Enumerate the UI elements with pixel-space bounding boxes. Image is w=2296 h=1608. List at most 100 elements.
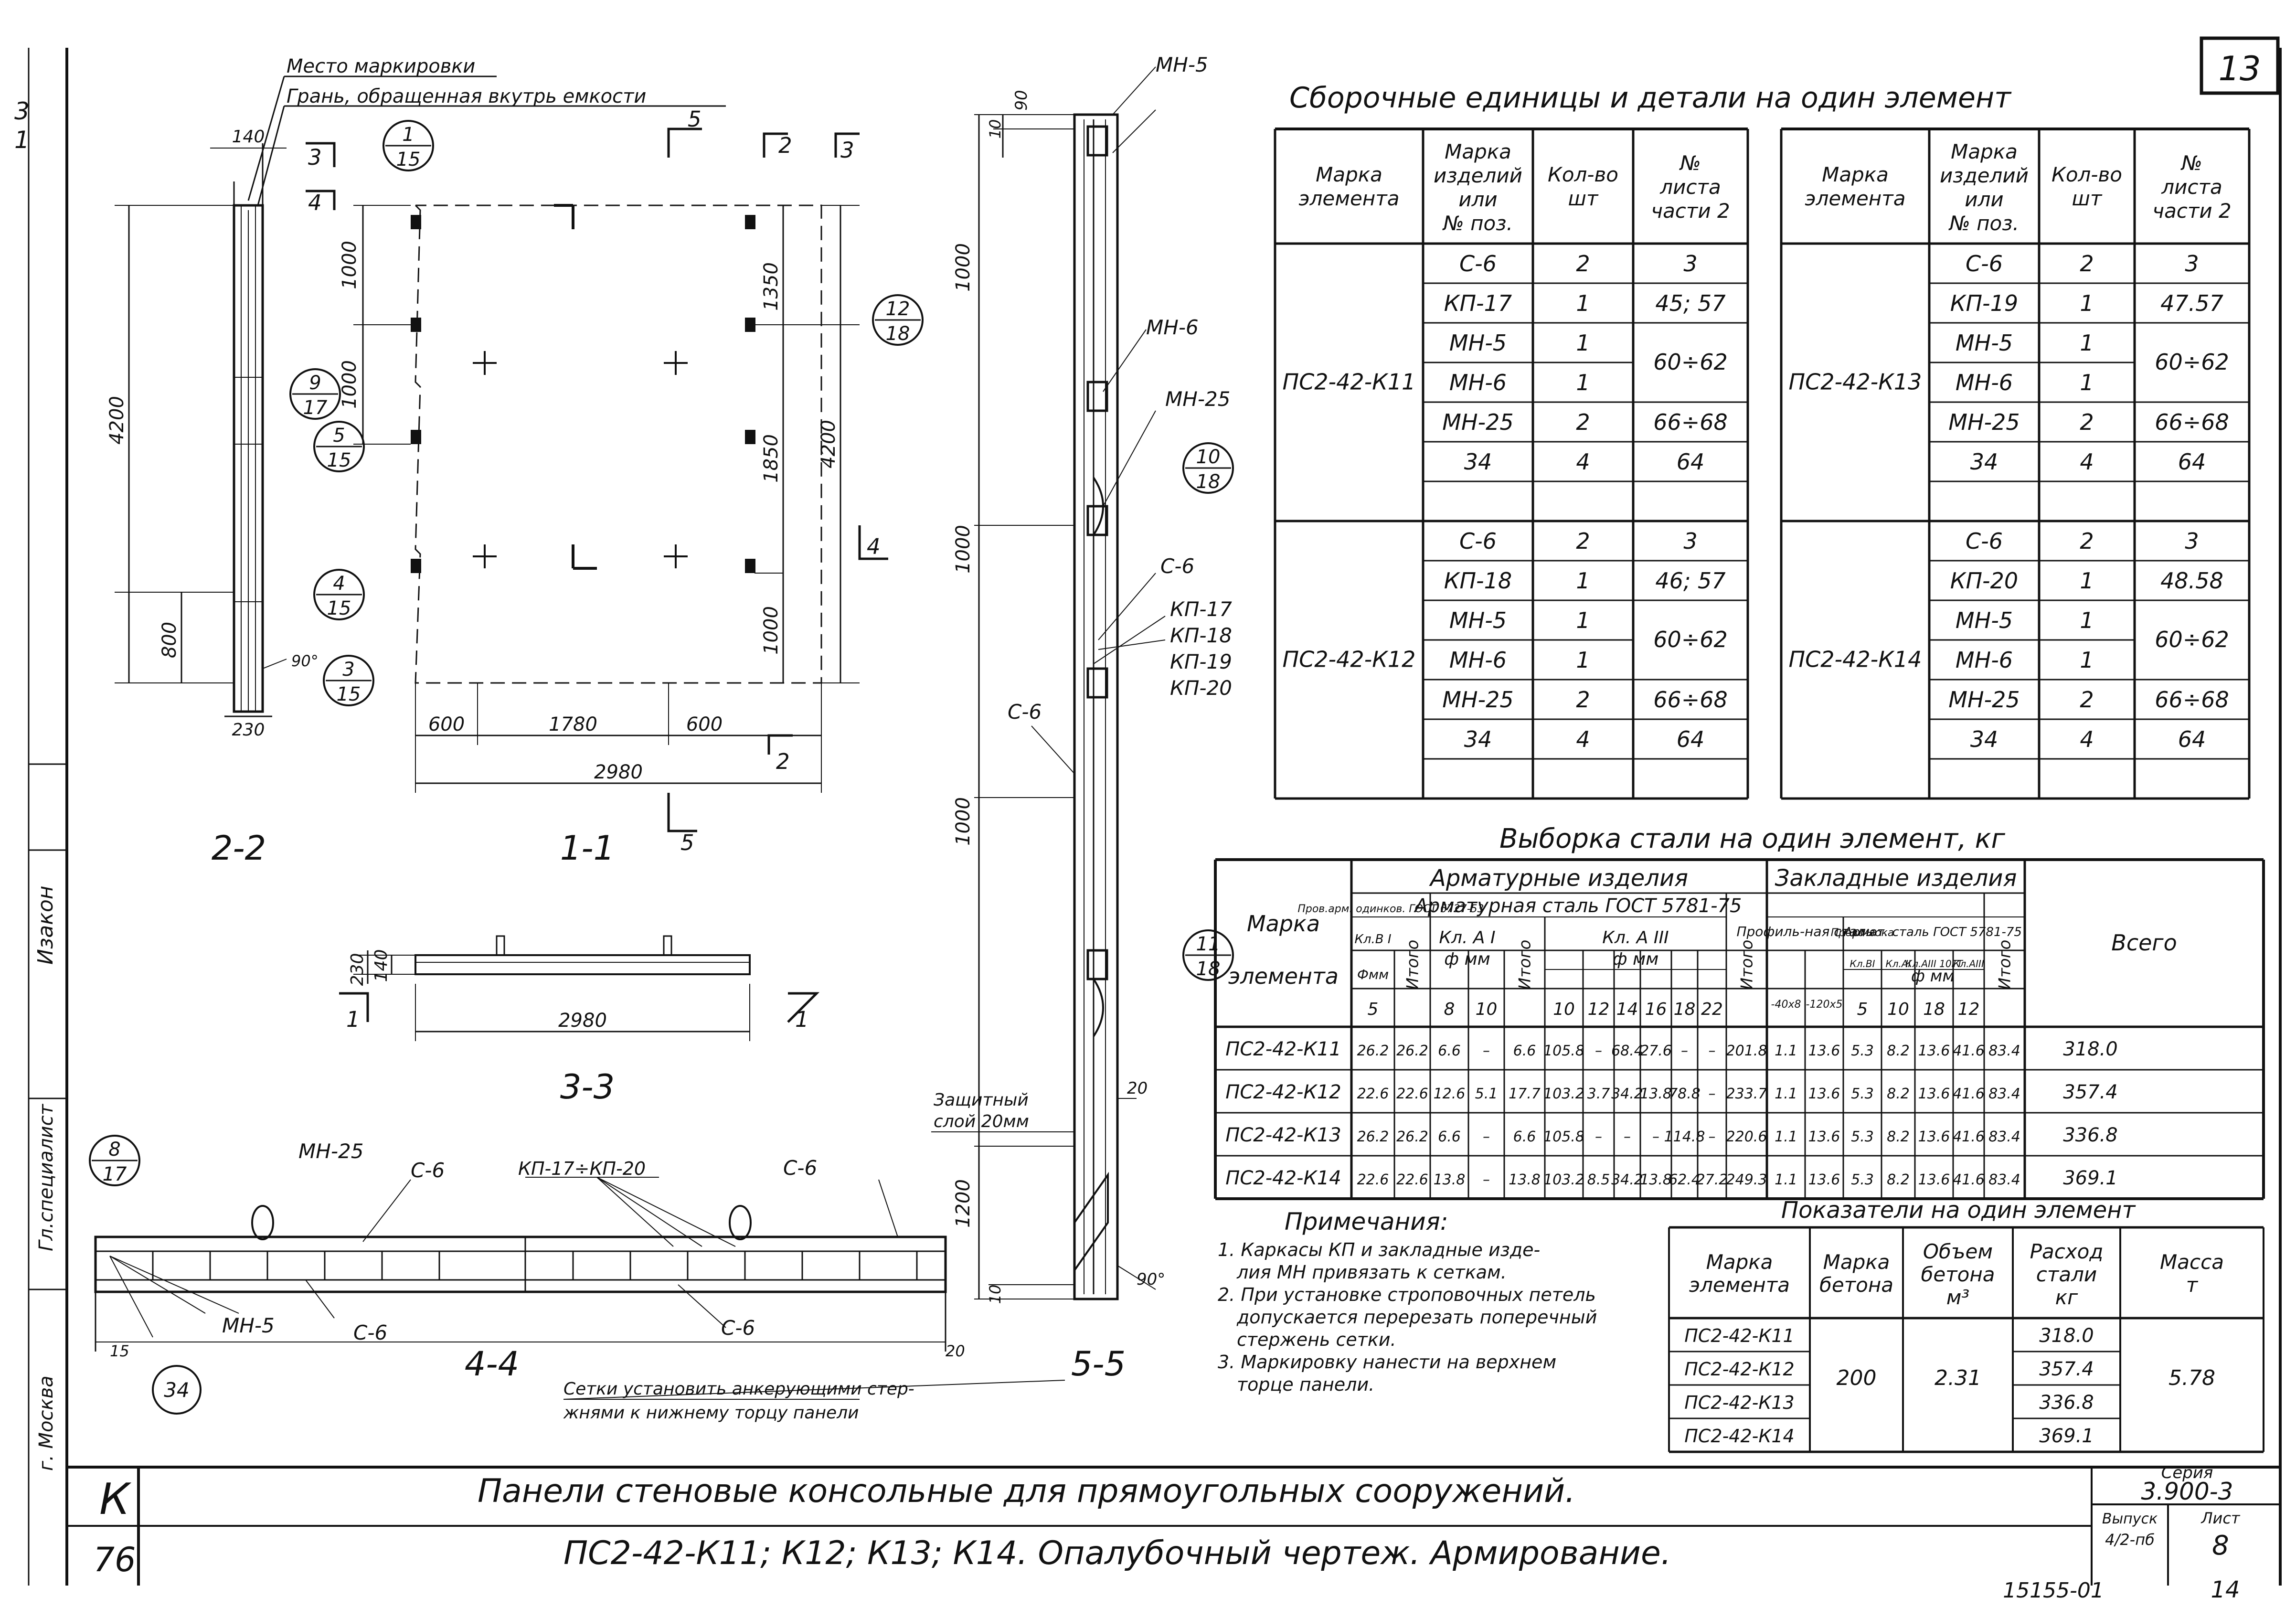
assembly-header-text: № поз.: [1948, 212, 2019, 235]
steel-title: Выборка стали на один элемент, кг: [1499, 823, 2005, 854]
callout-34-number: 34: [164, 1378, 189, 1402]
steel-row-value: 26.2: [1357, 1043, 1389, 1059]
steel-row-value: 12.6: [1434, 1086, 1466, 1102]
assembly-header-text: № поз.: [1442, 212, 1513, 235]
assembly-header-text: Марка: [1445, 140, 1511, 163]
steel-row-value: 17.7: [1509, 1086, 1541, 1102]
section-title-2-2: 2-2: [212, 829, 266, 868]
indicator-header-text: Марка: [1706, 1250, 1773, 1274]
assembly-item-qty: 2: [1576, 528, 1590, 554]
seria-label: Серия: [2161, 1463, 2213, 1482]
indicators-title: Показатели на один элемент: [1781, 1197, 2137, 1224]
callout-top-number: 9: [309, 372, 321, 394]
callout-circle: [1182, 929, 1234, 981]
steel-row-value: 5.1: [1475, 1086, 1498, 1102]
steel-header-diameter: 10: [1887, 1000, 1909, 1019]
dim-2-2-angle: 90°: [291, 652, 319, 670]
assembly-item-sheet: 66÷68: [2155, 409, 2229, 435]
steel-header-sub: -40x8: [1771, 999, 1801, 1011]
steel-row-value: –: [1709, 1129, 1716, 1145]
dim-2-2-800: 800: [159, 622, 181, 658]
steel-row-value: 34.2: [1611, 1086, 1643, 1102]
steel-row-value: 13.6: [1918, 1043, 1950, 1059]
assembly-item-sheet: 3: [1683, 251, 1697, 277]
steel-row-value: 103.2: [1543, 1086, 1584, 1102]
label-4-4-c6d: С-6: [721, 1316, 755, 1340]
margin-city: г. Москва: [35, 1375, 57, 1471]
steel-header-total: Всего: [2111, 930, 2177, 956]
title-line-2: ПС2-42-К11; К12; К13; К14. Опалубочный ч…: [563, 1534, 1671, 1572]
callout-top-number: 1: [402, 124, 414, 146]
dim-5-5-20: 20: [1127, 1079, 1148, 1098]
cut-marks: [306, 128, 888, 1023]
vypusk-label: Выпуск: [2102, 1511, 2158, 1527]
steel-row-value: 13.6: [1808, 1086, 1840, 1102]
dim-2-2-4200: 4200: [106, 396, 128, 445]
assembly-item-mark: КП-20: [1950, 568, 2018, 594]
indicator-header-text: бетона: [1819, 1273, 1893, 1297]
steel-header-itogo: Итого: [1996, 940, 2015, 990]
steel-row-value: –: [1709, 1086, 1716, 1102]
steel-row-value: 13.8: [1434, 1171, 1466, 1188]
steel-row-value: 22.6: [1357, 1086, 1389, 1102]
steel-header-phi-a3: ф мм: [1613, 949, 1659, 969]
list-value: 8: [2212, 1530, 2229, 1561]
steel-header-diameter: 12: [1958, 1000, 1980, 1019]
note-line: допускается перерезать поперечный: [1236, 1307, 1597, 1328]
indicator-steel: 336.8: [2039, 1392, 2094, 1414]
inner-face-label: Грань, обращенная вкутрь емкости: [287, 85, 646, 107]
assembly-item-qty: 2: [2080, 528, 2094, 554]
steel-row-value: –: [1483, 1171, 1490, 1188]
dim-5-5-10a: 10: [986, 119, 1004, 139]
steel-row-value: 78.8: [1669, 1086, 1701, 1102]
assembly-item-sheet: 47.57: [2160, 290, 2223, 316]
label-5-5-mn6: МН-6: [1146, 316, 1199, 339]
label-5-5-kp20: КП-20: [1170, 676, 1232, 700]
assembly-item-sheet: 66÷68: [1653, 409, 1728, 435]
dim-5-5-1000c: 1000: [952, 797, 974, 846]
steel-header-diameter: 10: [1553, 1000, 1575, 1019]
assembly-item-qty: 2: [2080, 251, 2094, 277]
indicator-header-text: Расход: [2030, 1240, 2104, 1263]
steel-row-value: 201.8: [1726, 1043, 1767, 1059]
assembly-item-sheet: 64: [2178, 726, 2206, 752]
indicator-element: ПС2-42-К14: [1684, 1426, 1794, 1447]
steel-row-value: 83.4: [1988, 1129, 2020, 1145]
dim-2-2-140: 140: [232, 127, 265, 147]
section-title-1-1: 1-1: [560, 829, 615, 868]
callout-top-number: 10: [1196, 446, 1221, 468]
dim-5-5-1000a: 1000: [952, 243, 974, 292]
margin-stamp-izakon: Изакон: [33, 885, 58, 965]
steel-row-value: 5.3: [1851, 1171, 1874, 1188]
assembly-item-mark: 34: [1464, 449, 1492, 475]
steel-header-class-b1: Кл.В I: [1354, 932, 1391, 947]
label-5-5-c6b: С-6: [1008, 700, 1042, 724]
assembly-item-qty: 4: [1576, 449, 1590, 475]
callout-circle: [152, 1365, 202, 1415]
assembly-merged-sheet: 60÷62: [2155, 349, 2229, 375]
dim-4-4-20: 20: [946, 1342, 965, 1360]
callout-bottom-number: 18: [886, 323, 910, 345]
anchor-note-line1: Сетки установить анкерующими стер-: [563, 1379, 914, 1399]
margin-stamp-specialist: Гл.специалист: [35, 1103, 57, 1251]
callout-bottom-number: 15: [337, 683, 361, 705]
callout-circle: [89, 1135, 140, 1186]
steel-row-value: 41.6: [1953, 1129, 1985, 1145]
steel-header-rebar-steel: Арматурная сталь ГОСТ 5781-75: [1414, 895, 1742, 917]
callout-bottom-number: 18: [1196, 471, 1221, 493]
steel-row-value: 13.8: [1640, 1171, 1672, 1188]
steel-row-value: 105.8: [1543, 1043, 1584, 1059]
steel-header-sub: Кл.AIII 10ГТ: [1905, 958, 1964, 969]
assembly-element-mark: ПС2-42-К12: [1283, 647, 1416, 672]
label-5-5-mn25: МН-25: [1165, 387, 1230, 411]
assembly-item-mark: МН-5: [1449, 607, 1507, 633]
indicator-header-text: м³: [1946, 1286, 1970, 1309]
steel-row-value: 1.1: [1775, 1171, 1797, 1188]
callout-top-number: 4: [333, 573, 345, 595]
assembly-item-mark: С-6: [1966, 528, 2003, 554]
steel-header-itogo: Итого: [1516, 940, 1535, 990]
steel-header-itogo: Итого: [1403, 940, 1423, 990]
section-3-3: [353, 935, 751, 1041]
